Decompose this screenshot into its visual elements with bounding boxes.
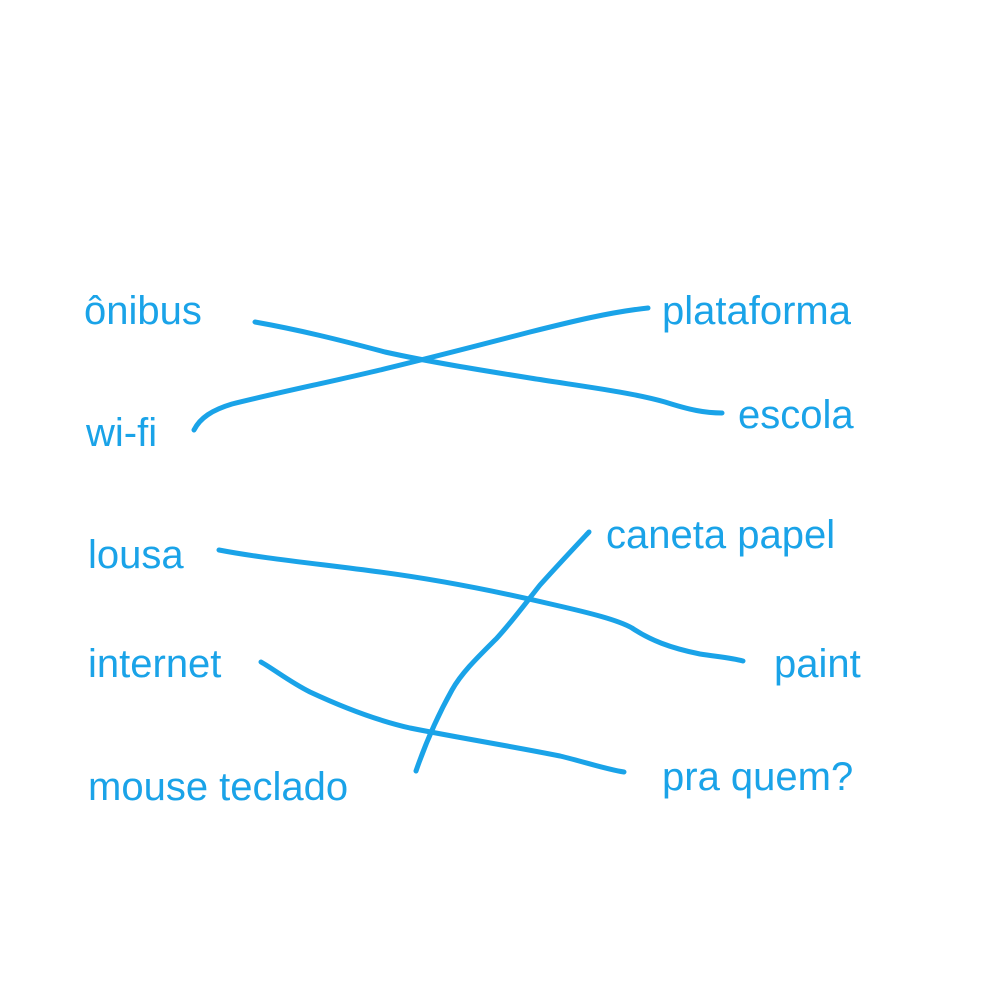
right-word-pra-quem: pra quem? <box>662 755 854 799</box>
line-internet-pra-quem <box>258 659 627 775</box>
right-word-plataforma: plataforma <box>662 289 851 333</box>
line-onibus-escola <box>252 319 725 416</box>
right-word-escola: escola <box>738 393 854 437</box>
left-word-mouse-teclado: mouse teclado <box>88 765 349 809</box>
left-word-internet: internet <box>88 642 222 686</box>
left-word-wifi: wi-fi <box>86 411 158 455</box>
right-word-caneta-papel: caneta papel <box>606 513 836 557</box>
line-wifi-plataforma <box>191 305 651 433</box>
line-lousa-paint <box>216 547 746 664</box>
line-mouse-caneta <box>413 529 592 774</box>
left-word-lousa: lousa <box>88 533 184 577</box>
right-word-paint: paint <box>774 642 861 686</box>
left-word-onibus: ônibus <box>84 289 202 333</box>
